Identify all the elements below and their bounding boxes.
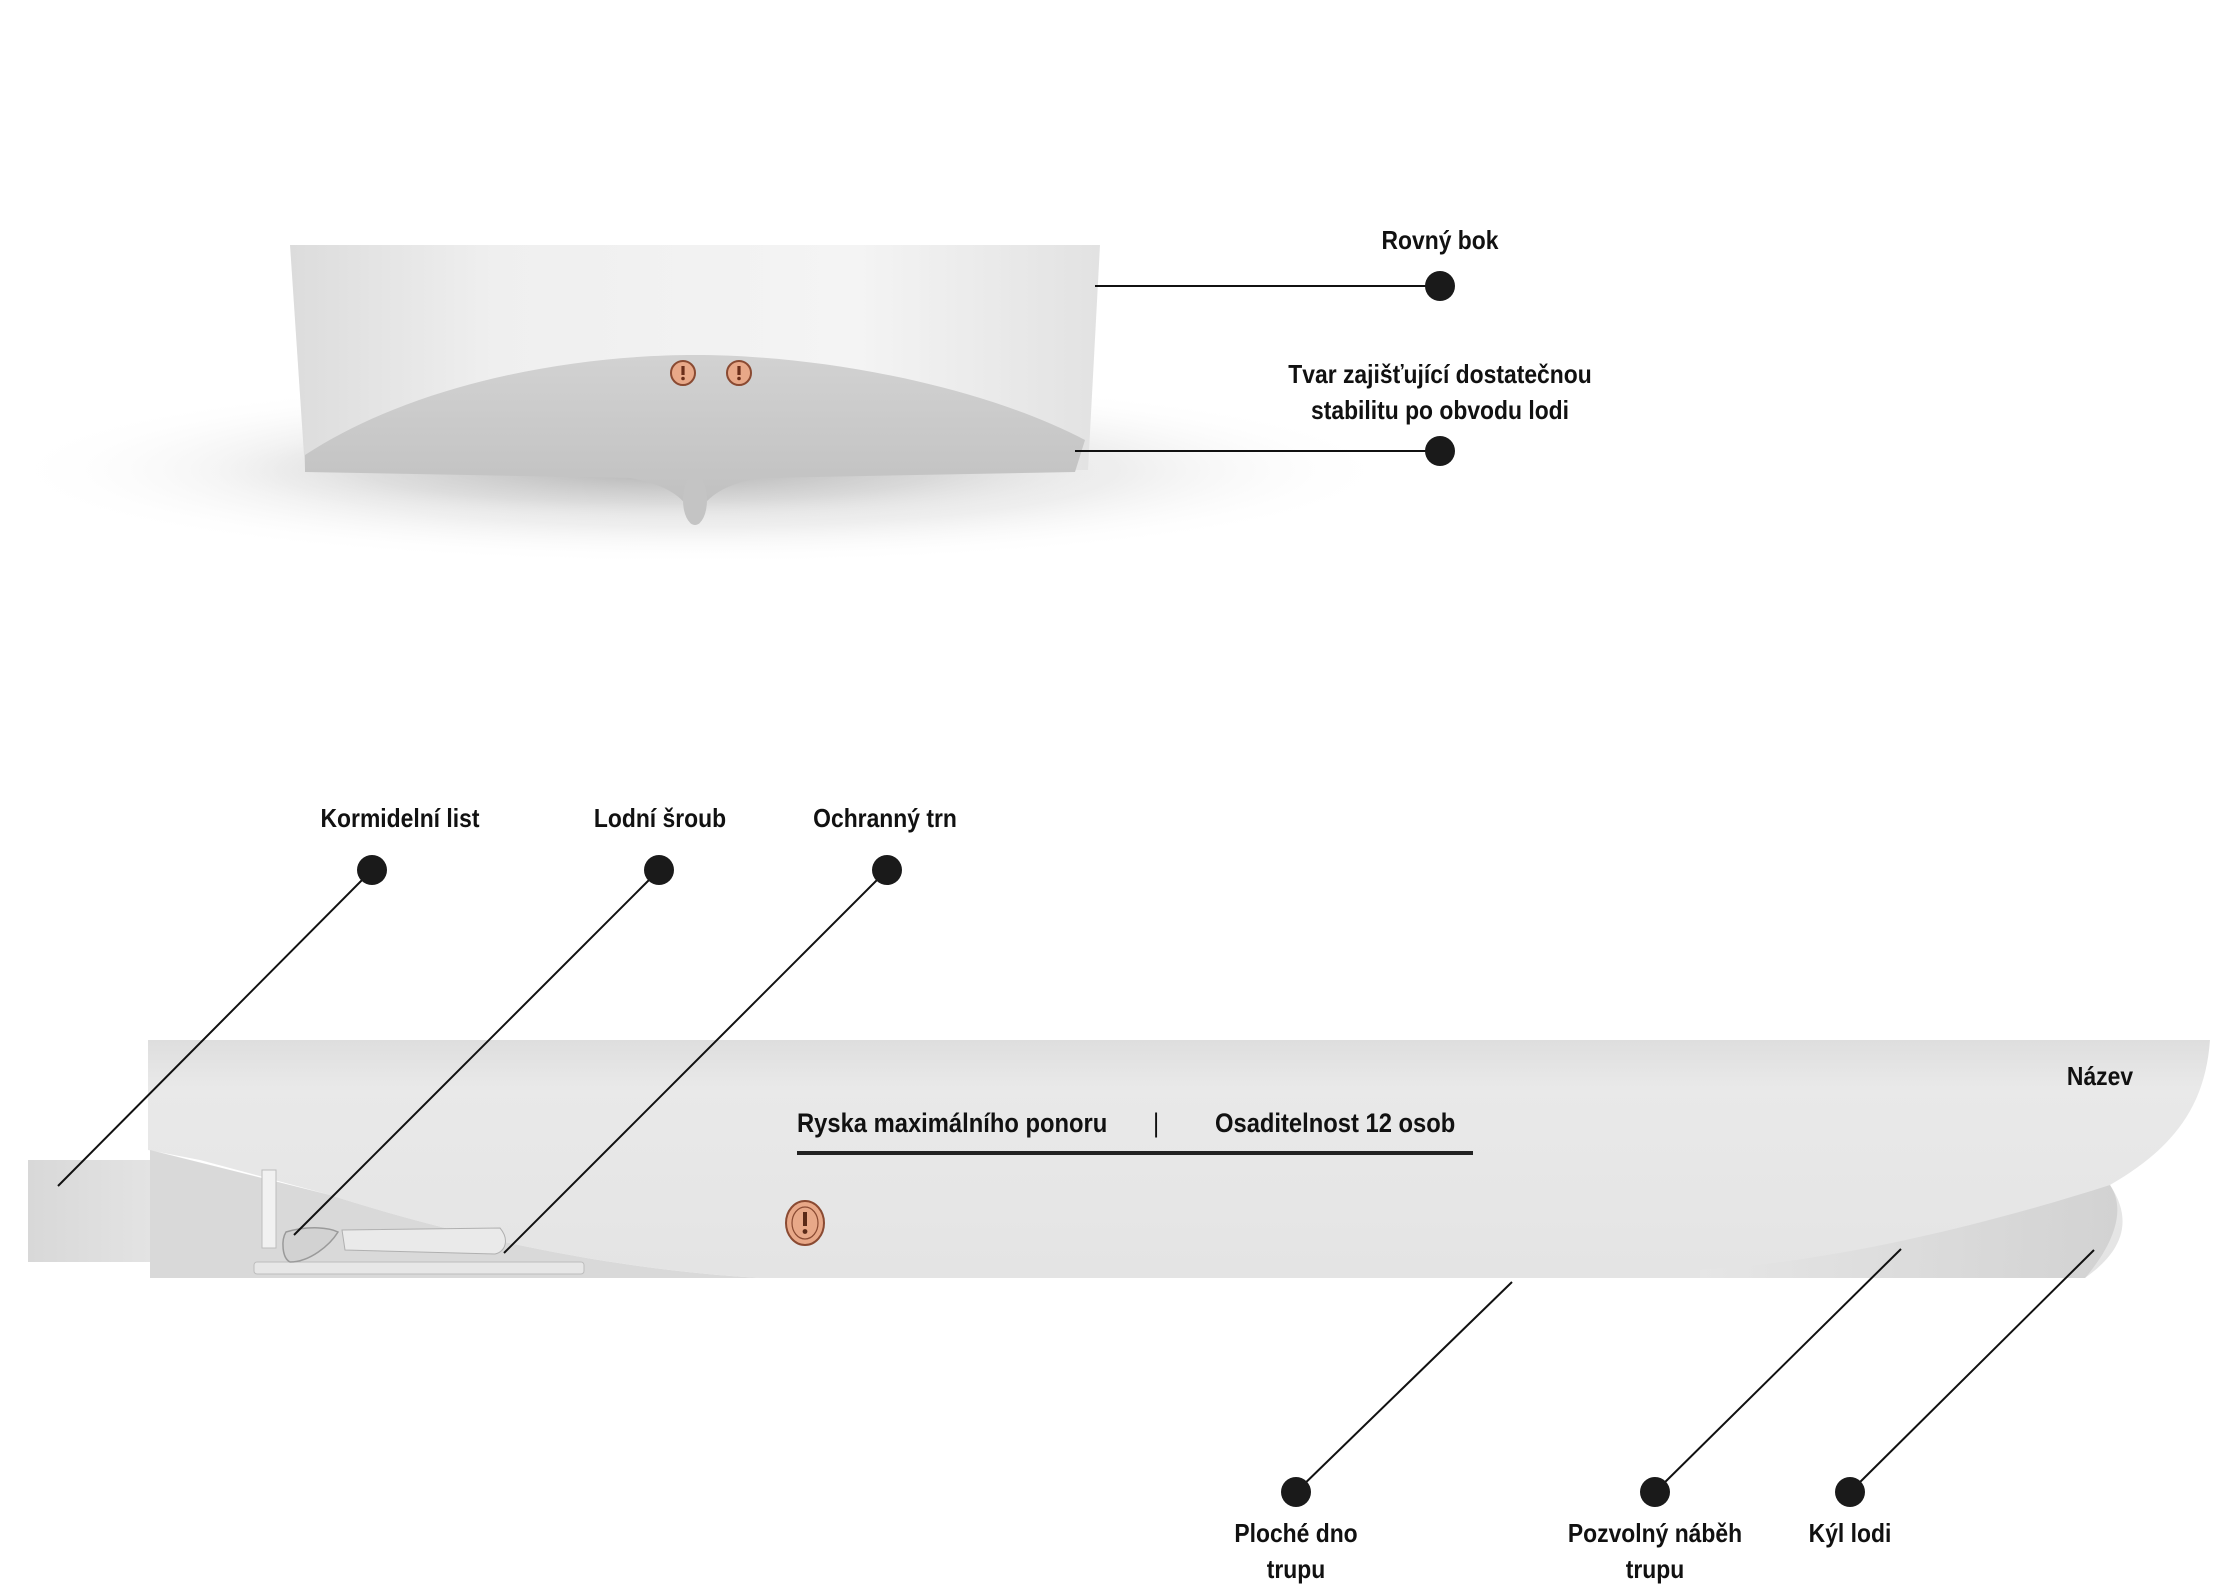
warning-icon xyxy=(726,360,752,386)
label-flat-bottom-line1: Ploché dno xyxy=(1234,1518,1358,1548)
waterline-max-draft: Ryska maximálního ponoru xyxy=(797,1108,1108,1138)
callout-dot-stability-shape xyxy=(1425,436,1455,466)
side-view xyxy=(28,855,2210,1507)
label-straight-side: Rovný bok xyxy=(1381,225,1499,255)
callout-dot-guard-spike xyxy=(872,855,902,885)
stern-block xyxy=(28,1160,150,1262)
front-view xyxy=(0,245,1455,565)
callout-dot-flat-bottom xyxy=(1281,1477,1311,1507)
propeller xyxy=(282,1227,506,1263)
callout-leader-flat-bottom xyxy=(1295,1281,1513,1493)
label-rudder: Kormidelní list xyxy=(320,803,480,833)
callout-leader-gradual-rise xyxy=(1654,1248,1902,1493)
callout-leader-guard-spike xyxy=(503,869,888,1254)
label-flat-bottom-line2: trupu xyxy=(1266,1554,1326,1584)
warning-icon xyxy=(670,360,696,386)
callout-dot-propeller xyxy=(644,855,674,885)
label-name: Název xyxy=(2066,1061,2134,1091)
callout-dot-gradual-rise xyxy=(1640,1477,1670,1507)
bow-curve xyxy=(1700,1185,2118,1278)
label-gradual-rise-line2: trupu xyxy=(1625,1554,1685,1584)
label-propeller: Lodní šroub xyxy=(593,803,727,833)
callout-leader-propeller xyxy=(293,869,660,1236)
label-gradual-rise-line1: Pozvolný náběh xyxy=(1567,1518,1743,1548)
rudder xyxy=(253,1169,585,1275)
label-guard-spike: Ochranný trn xyxy=(813,803,957,833)
callout-dot-straight-side xyxy=(1425,271,1455,301)
label-stability-shape-line2: stabilitu po obvodu lodi xyxy=(1310,395,1570,425)
waterline-capacity: Osaditelnost 12 osob xyxy=(1215,1108,1456,1138)
keel-fin-shade xyxy=(683,475,707,525)
warning-icon xyxy=(785,1200,825,1246)
waterline-separator: | xyxy=(1153,1108,1160,1138)
callout-leader-rudder xyxy=(57,869,373,1187)
callout-dot-rudder xyxy=(357,855,387,885)
side-hull xyxy=(148,1040,2210,1278)
front-hull-bottom xyxy=(305,355,1085,525)
label-stability-shape-line1: Tvar zajišťující dostatečnou xyxy=(1288,359,1592,389)
label-keel: Kýl lodi xyxy=(1808,1518,1892,1548)
callout-leader-keel xyxy=(1849,1249,2095,1493)
callout-dot-keel xyxy=(1835,1477,1865,1507)
